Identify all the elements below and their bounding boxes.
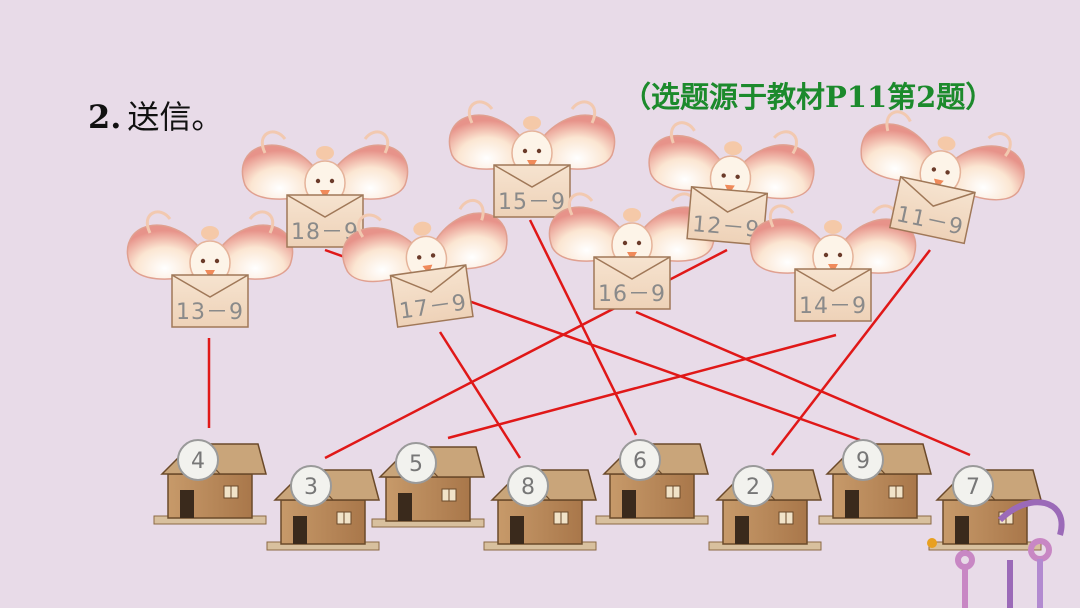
- house: 8: [483, 465, 597, 551]
- house-number: 5: [409, 452, 423, 477]
- envelope-expression: 15－9: [498, 190, 566, 215]
- envelope-bird: 14－9: [748, 204, 918, 322]
- connection-line: [447, 333, 837, 440]
- exercise-number: 2.: [88, 98, 122, 136]
- house: 5: [371, 442, 485, 528]
- connection-line: [438, 331, 522, 459]
- house-number-badge: [619, 439, 661, 481]
- envelope-icon: [389, 264, 474, 328]
- house: 3: [266, 465, 380, 551]
- house-number-badge: [842, 439, 884, 481]
- house-number-badge: [290, 465, 332, 507]
- envelope-expression: 16－9: [598, 282, 666, 307]
- house-number: 9: [856, 449, 870, 474]
- house-number: 4: [191, 449, 205, 474]
- bird-icon: [125, 210, 295, 287]
- house-number-badge: [732, 465, 774, 507]
- envelope-icon: [493, 164, 571, 218]
- envelope-icon: [593, 256, 671, 310]
- envelope-expression: 12－9: [691, 212, 761, 243]
- corner-ornament-icon: [927, 499, 1065, 608]
- exercise-text: 送信。: [127, 98, 224, 136]
- house-number: 7: [966, 475, 980, 500]
- envelope-bird: 15－9: [447, 100, 617, 218]
- connection-line: [528, 219, 638, 436]
- envelopes: 13－918－917－915－916－912－914－911－9: [125, 100, 1034, 328]
- envelope-bird: 13－9: [125, 210, 295, 328]
- envelope-bird: 12－9: [644, 118, 819, 247]
- envelope-icon: [888, 175, 976, 245]
- houses: 4 3 5 8 6 2 9 7: [153, 439, 1042, 551]
- house-number-badge: [177, 439, 219, 481]
- house-number-badge: [507, 465, 549, 507]
- envelope-expression: 13－9: [176, 300, 244, 325]
- house-number: 3: [304, 475, 318, 500]
- house: 4: [153, 439, 267, 525]
- envelope-bird: 16－9: [547, 192, 717, 310]
- source-note: （选题源于教材P11第2题）: [622, 80, 995, 114]
- house-number: 8: [521, 475, 535, 500]
- house-number-badge: [395, 442, 437, 484]
- envelope-icon: [171, 274, 249, 328]
- envelope-bird: 17－9: [336, 194, 513, 328]
- bird-icon: [748, 204, 918, 281]
- house: 9: [818, 439, 932, 525]
- envelope-icon: [686, 185, 769, 247]
- bird-icon: [447, 100, 617, 177]
- connection-line: [635, 310, 971, 457]
- bird-icon: [240, 130, 410, 207]
- house: 7: [928, 465, 1042, 551]
- envelope-expression: 14－9: [799, 294, 867, 319]
- house: 6: [595, 439, 709, 525]
- house-number: 6: [633, 449, 647, 474]
- exercise-title: 2.送信。: [88, 92, 223, 138]
- envelope-bird: 11－9: [853, 104, 1034, 245]
- connection-line: [771, 249, 931, 456]
- envelope-icon: [794, 268, 872, 322]
- house-number-badge: [952, 465, 994, 507]
- house: 2: [708, 465, 822, 551]
- house-number: 2: [746, 475, 760, 500]
